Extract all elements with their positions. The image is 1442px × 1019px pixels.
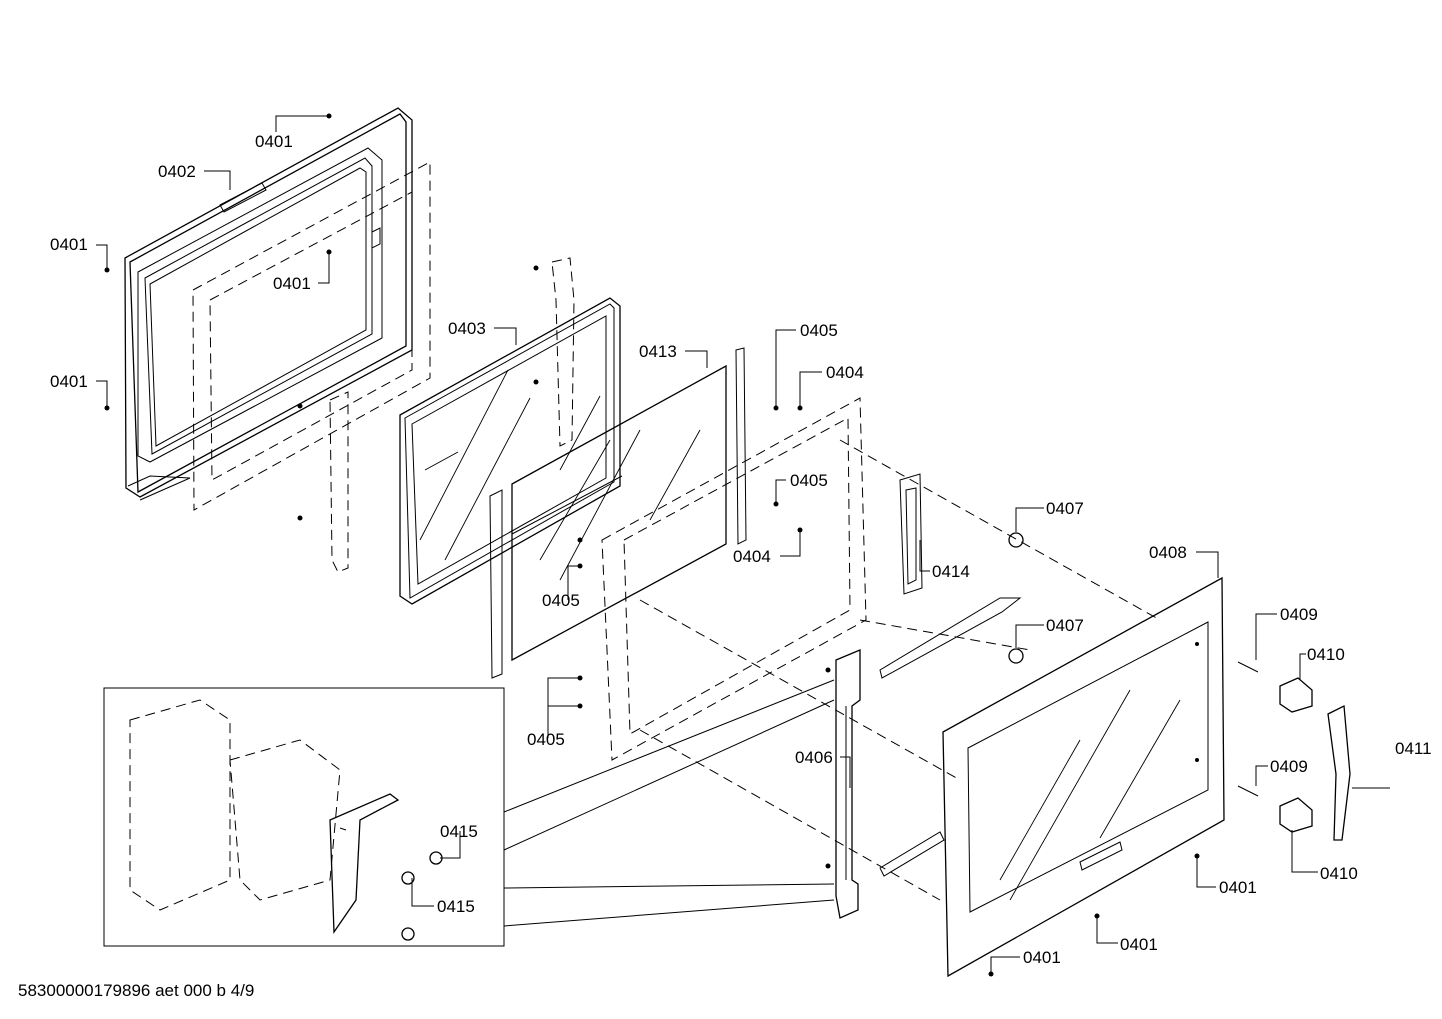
- door-support-frame: [601, 347, 923, 761]
- callout-0405-left-lower: 0405: [527, 730, 565, 749]
- side-rail-left: [489, 257, 575, 679]
- detail-inset: [103, 679, 835, 947]
- washers-0407: [1008, 532, 1024, 664]
- callout-0401-inner: 0401: [273, 274, 311, 293]
- callout-0409-lower: 0409: [1270, 757, 1308, 776]
- callout-0401-left-upper: 0401: [50, 235, 88, 254]
- callout-0401-door-bottom: 0401: [1120, 935, 1158, 954]
- callout-0407-lower: 0407: [1046, 616, 1084, 635]
- callout-0405-mid: 0405: [790, 471, 828, 490]
- screw-markers: [104, 113, 1200, 977]
- hinge-rails: [879, 597, 1022, 877]
- outer-door-panel-0408: [942, 576, 1225, 978]
- leader-lines: [96, 115, 1390, 974]
- glass-pane-0413: [511, 364, 727, 662]
- callout-0406: 0406: [795, 748, 833, 767]
- callout-0402: 0402: [158, 162, 196, 181]
- callout-0401-top: 0401: [255, 132, 293, 151]
- callout-0405-top: 0405: [800, 321, 838, 340]
- callout-0410-upper: 0410: [1307, 645, 1345, 664]
- handle-assembly: [1237, 661, 1351, 841]
- callout-0413: 0413: [639, 342, 677, 361]
- callout-0410-lower: 0410: [1320, 864, 1358, 883]
- callout-0415-upper: 0415: [440, 822, 478, 841]
- dashed-insulation-frame: [192, 161, 431, 573]
- callout-0409-upper: 0409: [1280, 605, 1318, 624]
- callout-0401-door-right: 0401: [1219, 878, 1257, 897]
- callout-0401-door-corner: 0401: [1023, 948, 1061, 967]
- callout-0403: 0403: [448, 319, 486, 338]
- callout-0404-top: 0404: [826, 363, 864, 382]
- callout-labels: 0401 0402 0401 0401 0401 0403 0413 0405 …: [50, 132, 1432, 967]
- hinge-0406: [835, 649, 861, 919]
- callout-0411: 0411: [1395, 739, 1432, 758]
- callout-0414: 0414: [932, 562, 970, 581]
- callout-0407-upper: 0407: [1046, 499, 1084, 518]
- callout-0405-left-upper: 0405: [542, 591, 580, 610]
- alignment-lines: [639, 439, 1161, 901]
- callout-0401-left-lower: 0401: [50, 372, 88, 391]
- callout-0408: 0408: [1149, 543, 1187, 562]
- glass-pane-0403: [399, 297, 621, 605]
- document-id: 58300000179896 aet 000 b 4/9: [18, 981, 255, 1000]
- callout-0404-mid: 0404: [733, 547, 771, 566]
- callout-0415-lower: 0415: [437, 897, 475, 916]
